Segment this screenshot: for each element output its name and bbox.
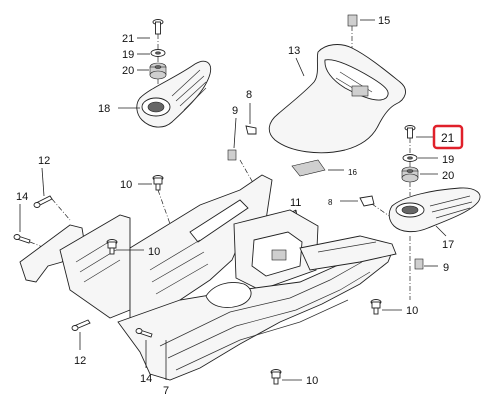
callout-8-top: 8 — [246, 89, 252, 101]
callout-13: 13 — [288, 45, 300, 57]
clip-part-9-right: 9 — [414, 258, 449, 274]
bracket-part-8-right: 8 — [328, 195, 396, 221]
callout-21-right-highlighted: 21 — [441, 131, 455, 145]
screw-part-12-bottom: 12 — [71, 319, 91, 367]
callout-18: 18 — [98, 103, 110, 115]
callout-9-top: 9 — [232, 105, 238, 117]
top-left-fastener-stack: 21 19 20 — [122, 19, 167, 95]
callout-10-left: 10 — [148, 246, 160, 258]
callout-9-right: 9 — [443, 262, 449, 274]
bolt-part-10-left: 10 — [106, 239, 160, 258]
callout-20-right: 20 — [442, 170, 454, 182]
screw-part-12-top: 12 — [33, 155, 71, 221]
callout-7: 7 — [163, 385, 169, 397]
callout-16: 16 — [348, 168, 357, 177]
callout-10-upper: 10 — [120, 179, 132, 191]
grommet-part-20-left — [149, 62, 167, 80]
callout-11: 11 — [290, 197, 301, 209]
screw-part-14-left: 14 — [13, 191, 61, 255]
callout-17: 17 — [442, 239, 454, 251]
highlight-box-21 — [432, 124, 464, 150]
callout-14-left: 14 — [16, 191, 28, 203]
washer-part-19-right — [402, 154, 418, 162]
callout-10-bottom: 10 — [306, 375, 318, 387]
footrest-part-18: 18 — [98, 60, 212, 128]
callout-21-top: 21 — [122, 33, 134, 45]
floor-panel-part-7: 7 — [19, 174, 397, 397]
callout-10-right: 10 — [406, 305, 418, 317]
bolt-part-10-bottom: 10 — [270, 369, 318, 387]
bolt-part-21-right — [404, 125, 416, 139]
callout-15: 15 — [378, 15, 390, 27]
callout-12-top: 12 — [38, 155, 50, 167]
bolt-part-21-left — [152, 19, 164, 35]
clip-part-15: 15 — [347, 14, 390, 60]
callout-12-bottom: 12 — [74, 355, 86, 367]
callout-20-top: 20 — [122, 65, 134, 77]
washer-part-19-left — [150, 49, 166, 57]
callout-8-right: 8 — [328, 198, 333, 207]
footrest-part-17: 17 — [388, 187, 481, 251]
bracket-part-8-top: 8 — [245, 89, 257, 135]
right-fastener-stack: 21 19 20 — [401, 124, 464, 300]
bolt-part-10-right: 10 — [370, 299, 418, 317]
screw-part-14-bottom: 14 — [135, 328, 153, 385]
callout-19-top: 19 — [122, 49, 134, 61]
grommet-part-20-right — [401, 166, 419, 183]
pad-part-16: 16 — [291, 159, 357, 177]
tunnel-cover-part-13: 13 — [268, 44, 406, 154]
callout-14-bottom: 14 — [140, 373, 152, 385]
callout-19-right: 19 — [442, 154, 454, 166]
